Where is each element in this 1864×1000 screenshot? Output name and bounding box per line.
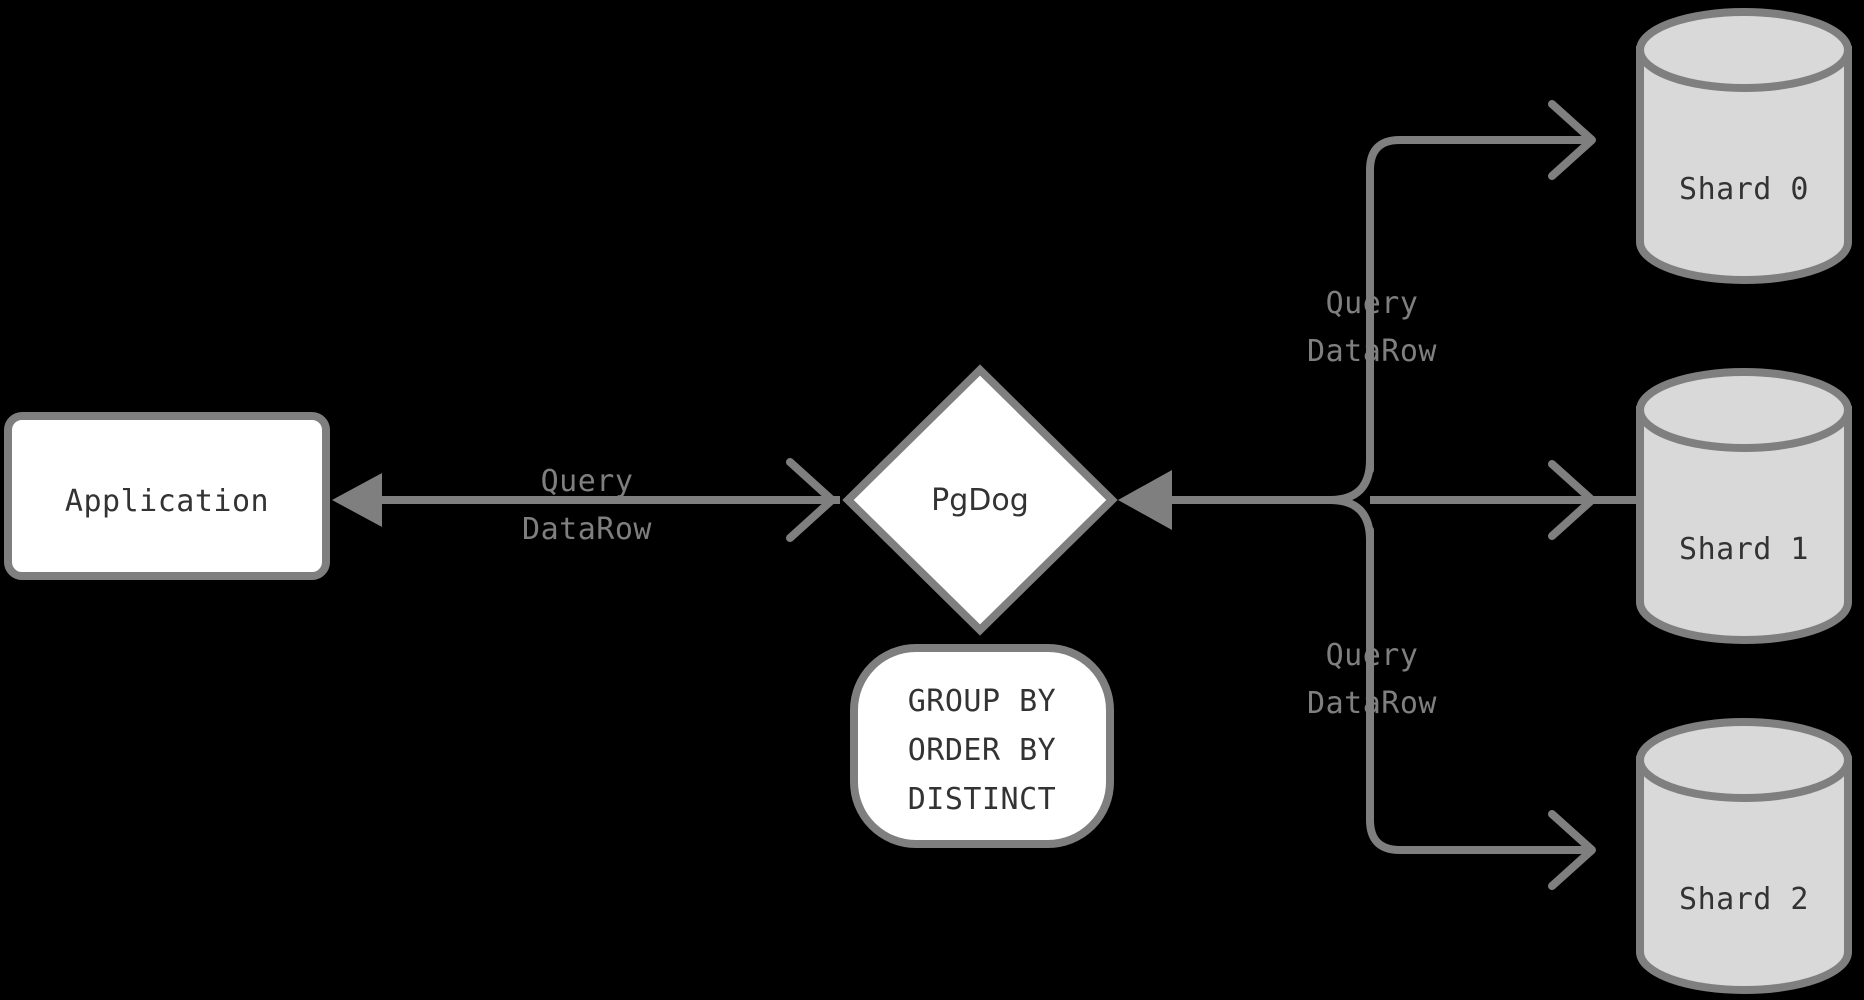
arrowhead-to-pgdog: [786, 458, 836, 542]
edge-label-shard-top: Query DataRow: [1307, 286, 1437, 369]
edge-label-app-pgdog: Query DataRow: [522, 464, 652, 547]
edge-label-shard-bottom: Query DataRow: [1307, 638, 1437, 721]
edge-label-shard-bottom-line1: Query: [1326, 638, 1419, 673]
edge-pgdog-to-shard-2: [1366, 526, 1596, 890]
operations-line-1: GROUP BY: [908, 684, 1057, 719]
shard-1-top: [1636, 368, 1852, 452]
edge-label-shard-top-line1: Query: [1326, 286, 1419, 321]
shard-0-top: [1636, 8, 1852, 92]
shard-1-label: Shard 1: [1679, 532, 1809, 567]
path-to-shard-2: [1366, 526, 1594, 854]
application-box[interactable]: [4, 412, 330, 580]
node-shard-1[interactable]: Shard 1: [1636, 368, 1852, 644]
edge-label-shard-top-line2: DataRow: [1307, 334, 1437, 369]
shard-0-body[interactable]: [1636, 46, 1852, 284]
node-pgdog[interactable]: PgDog: [842, 364, 1118, 636]
arrowhead-to-shard-0: [1548, 100, 1596, 180]
node-operations[interactable]: GROUP BY ORDER BY DISTINCT: [850, 644, 1114, 848]
arrowhead-to-shard-1: [1548, 460, 1596, 540]
arrowhead-to-application: [332, 473, 382, 527]
path-to-shard-0: [1366, 136, 1594, 474]
edge-application-to-pgdog: [665, 458, 836, 542]
trunk-curve-upper: [1326, 456, 1374, 504]
shard-2-top: [1636, 718, 1852, 802]
node-application[interactable]: Application: [4, 412, 330, 580]
edge-label-app-pgdog-line2: DataRow: [522, 512, 652, 547]
operations-line-3: DISTINCT: [908, 782, 1057, 817]
edge-label-app-pgdog-line1: Query: [541, 464, 634, 499]
shard-0-label: Shard 0: [1679, 172, 1809, 207]
arrowhead-to-shard-2: [1548, 810, 1596, 890]
pgdog-diamond[interactable]: [842, 364, 1118, 636]
edge-label-shard-bottom-line2: DataRow: [1307, 686, 1437, 721]
pgdog-label: PgDog: [931, 483, 1029, 518]
operations-line-2: ORDER BY: [908, 733, 1057, 768]
edge-pgdog-to-shard-0: [1366, 100, 1596, 474]
edge-pgdog-to-shard-1: [1370, 460, 1596, 540]
arrowhead-to-pgdog-from-shards: [1118, 470, 1172, 530]
shard-2-body[interactable]: [1636, 756, 1852, 994]
trunk-curve-lower: [1326, 496, 1374, 544]
node-shard-2[interactable]: Shard 2: [1636, 718, 1852, 994]
operations-box[interactable]: [850, 644, 1114, 848]
node-shard-0[interactable]: Shard 0: [1636, 8, 1852, 284]
application-label: Application: [65, 484, 269, 519]
shard-1-body[interactable]: [1636, 406, 1852, 644]
shard-2-label: Shard 2: [1679, 882, 1809, 917]
